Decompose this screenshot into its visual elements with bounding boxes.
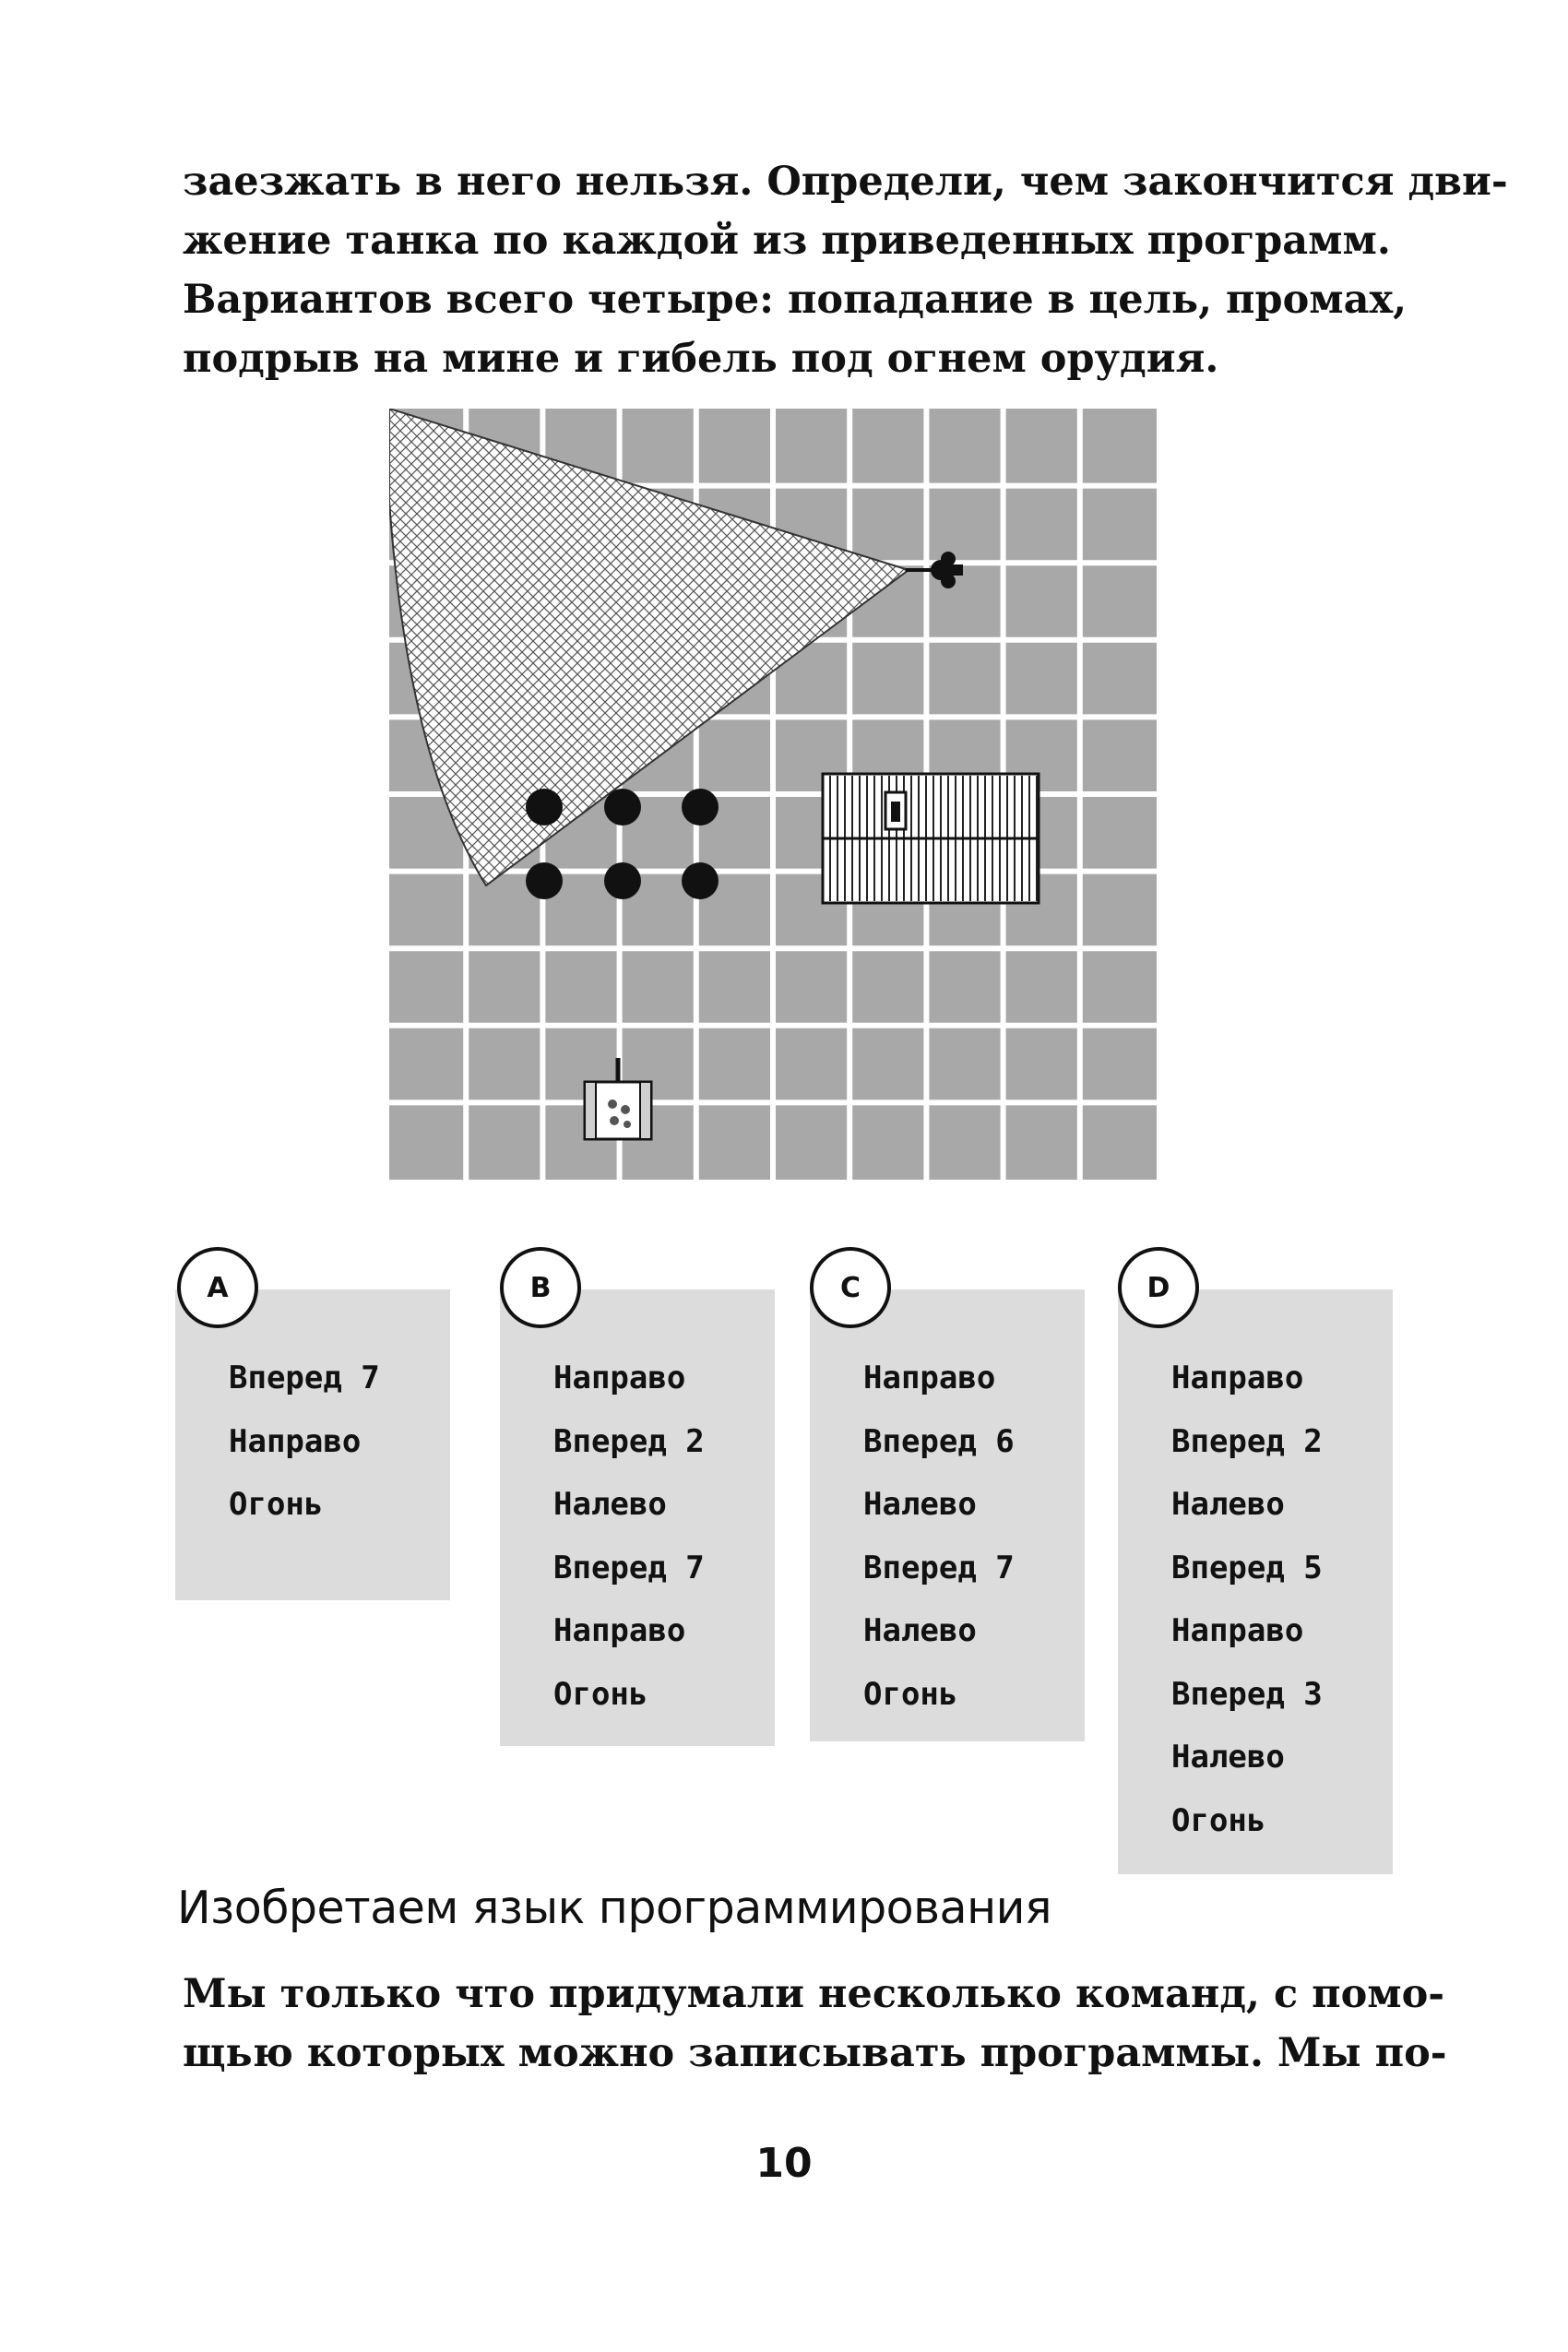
program-command: Направо	[1171, 1612, 1304, 1649]
program-command: Направо	[553, 1360, 686, 1396]
program-command: Вперед 6	[863, 1422, 1015, 1460]
program-command: Вперед 7	[229, 1360, 380, 1396]
program-command: Огонь	[229, 1486, 324, 1523]
program-a-badge: A	[177, 1247, 258, 1328]
program-b-badge: B	[500, 1247, 581, 1328]
target-building	[821, 772, 1040, 905]
mine	[604, 862, 641, 899]
program-command: Налево	[1171, 1486, 1285, 1523]
program-command: Направо	[863, 1360, 996, 1396]
mine	[682, 789, 719, 826]
intro-paragraph: заезжать в него нельзя. Определи, чем за…	[183, 152, 1508, 388]
cannon-icon	[906, 552, 963, 588]
intro-line: жение танка по каждой из приведенных про…	[183, 218, 1391, 264]
program-c-badge: C	[810, 1247, 891, 1328]
mine	[604, 789, 641, 826]
program-command: Огонь	[863, 1675, 958, 1713]
program-command: Налево	[1171, 1739, 1285, 1776]
intro-line: подрыв на мине и гибель под огнем орудия…	[183, 336, 1219, 382]
game-board	[389, 409, 1157, 1180]
program-command: Вперед 7	[553, 1549, 705, 1586]
intro-line: Вариантов всего четыре: попадание в цель…	[183, 277, 1408, 323]
program-command: Огонь	[553, 1675, 648, 1713]
program-command: Вперед 2	[1171, 1422, 1323, 1460]
page-number: 10	[755, 2140, 813, 2187]
mine	[682, 862, 719, 899]
section-line: Мы только что придумали несколько команд…	[183, 1971, 1445, 2017]
program-command: Налево	[863, 1486, 977, 1523]
program-command: Огонь	[1171, 1801, 1266, 1839]
program-d-badge: D	[1118, 1247, 1199, 1328]
mine	[526, 862, 563, 899]
section-heading: Изобретаем язык программирования	[177, 1882, 1051, 1934]
program-command: Направо	[229, 1422, 362, 1460]
program-command: Налево	[863, 1612, 977, 1649]
mines	[526, 789, 719, 899]
program-command: Вперед 5	[1171, 1549, 1323, 1586]
intro-line: заезжать в него нельзя. Определи, чем за…	[183, 159, 1508, 205]
program-command: Вперед 3	[1171, 1675, 1323, 1713]
tank-icon	[583, 1058, 653, 1141]
program-command: Вперед 7	[863, 1549, 1015, 1586]
program-command: Налево	[553, 1486, 667, 1523]
mine	[526, 789, 563, 826]
program-command: Направо	[1171, 1360, 1304, 1396]
section-paragraph: Мы только что придумали несколько команд…	[183, 1965, 1447, 2083]
section-line: щью которых можно записывать программы. …	[183, 2030, 1447, 2076]
program-command: Направо	[553, 1612, 686, 1649]
danger-zone	[389, 409, 911, 887]
program-command: Вперед 2	[553, 1422, 705, 1460]
